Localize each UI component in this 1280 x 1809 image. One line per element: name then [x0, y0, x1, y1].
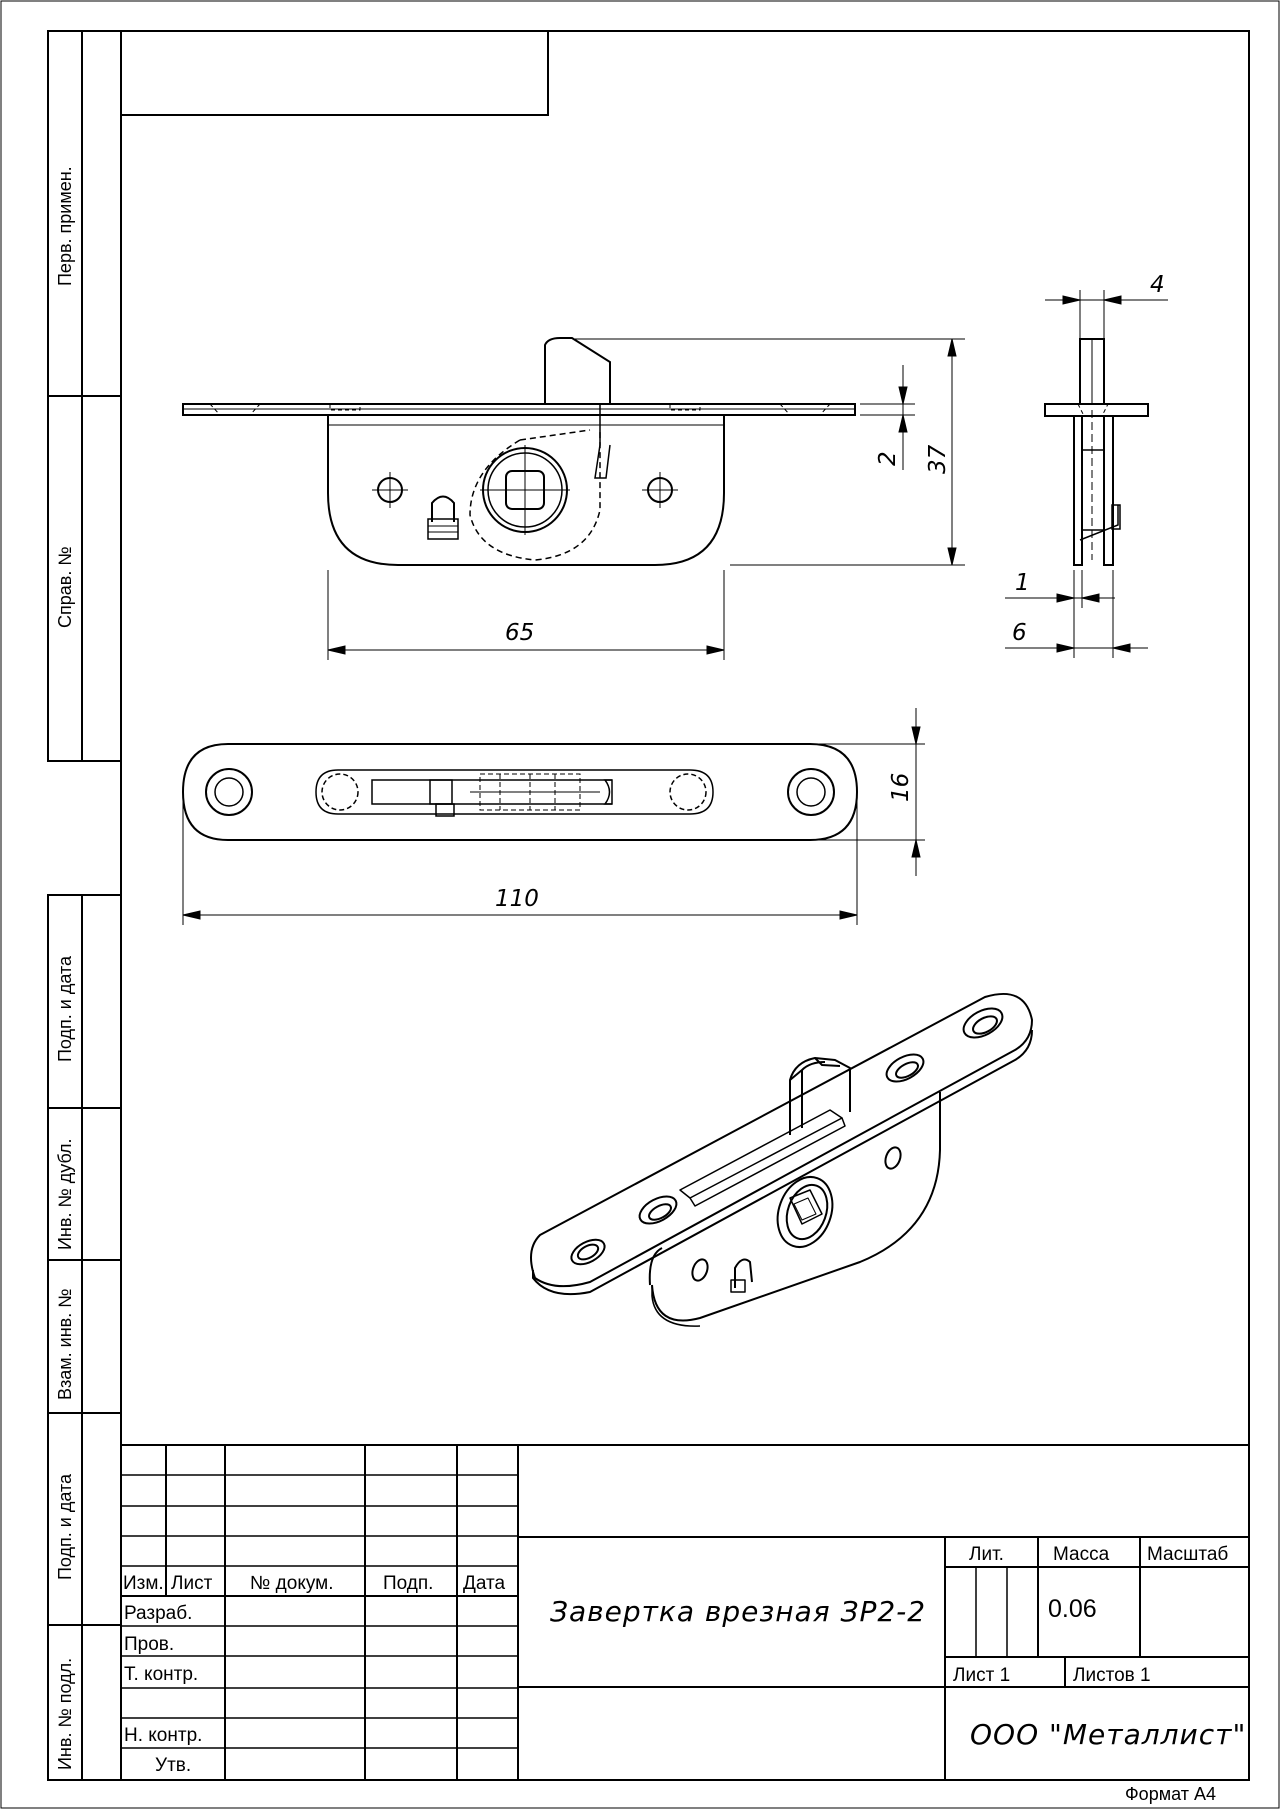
sheets-label: Листов 1	[1073, 1665, 1151, 1686]
front-view	[182, 337, 856, 566]
label-dup-inv-no: Инв. № дубл.	[55, 1139, 75, 1250]
dim-6: 6	[1012, 620, 1027, 646]
side-stamp	[47, 30, 122, 1781]
dim-2: 2	[875, 451, 901, 466]
role-checked: Пров.	[124, 1634, 174, 1655]
isometric-view	[530, 992, 1033, 1327]
label-sign-date-2: Подп. и дата	[55, 1473, 75, 1580]
header-date: Дата	[463, 1573, 506, 1594]
mass-value: 0.06	[1048, 1595, 1097, 1623]
dim-1: 1	[1015, 570, 1030, 596]
role-tech-control: Т. контр.	[124, 1664, 198, 1685]
header-sign: Подп.	[383, 1573, 433, 1594]
top-view-dimensions	[182, 708, 925, 925]
header-list: Лист	[171, 1573, 213, 1594]
role-approved: Утв.	[155, 1755, 191, 1776]
lit-label: Лит.	[969, 1544, 1004, 1565]
title-block-text: Изм. Лист № докум. Подп. Дата Разраб. Пр…	[123, 1544, 1246, 1776]
dim-4: 4	[1150, 272, 1165, 298]
role-norm-control: Н. контр.	[124, 1725, 202, 1746]
front-view-dimensions	[327, 338, 965, 660]
dim-37: 37	[925, 444, 951, 474]
header-izm: Изм.	[123, 1573, 164, 1594]
dim-110: 110	[495, 886, 539, 912]
header-doc-no: № докум.	[250, 1573, 333, 1594]
company-name: ООО "Металлист"	[970, 1718, 1246, 1751]
side-view	[1044, 338, 1149, 566]
sheet-label: Лист 1	[953, 1665, 1010, 1686]
format-label: Формат А4	[1125, 1784, 1216, 1804]
role-developed: Разраб.	[124, 1603, 192, 1624]
label-sign-date-1: Подп. и дата	[55, 955, 75, 1062]
label-replace-inv-no: Взам. инв. №	[55, 1288, 75, 1400]
mass-label: Масса	[1053, 1544, 1110, 1565]
document-title: Завертка врезная ЗР2-2	[550, 1595, 926, 1628]
label-first-use: Перв. примен.	[55, 166, 75, 286]
scale-label: Масштаб	[1147, 1544, 1228, 1565]
label-ref-no: Справ. №	[55, 546, 75, 628]
dim-65: 65	[505, 620, 534, 646]
label-orig-inv-no: Инв. № подл.	[55, 1658, 75, 1770]
top-view	[181, 743, 859, 841]
dim-16: 16	[888, 773, 914, 802]
side-view-dimensions	[1005, 290, 1168, 658]
title-block	[121, 1444, 1249, 1780]
side-stamp-labels: Перв. примен. Справ. № Подп. и дата Инв.…	[55, 166, 75, 1770]
